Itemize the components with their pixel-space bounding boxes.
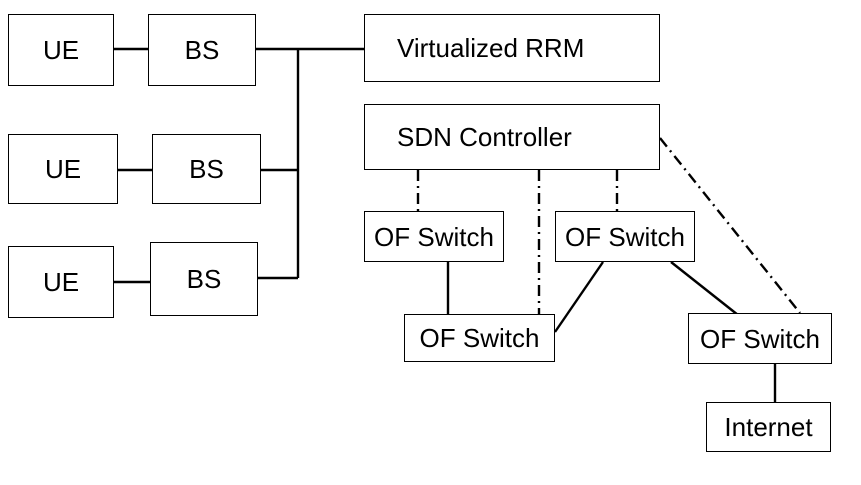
of-switch-right: OF Switch	[555, 211, 695, 262]
of-switch-middle: OF Switch	[404, 314, 555, 362]
bs-node-2: BS	[152, 134, 261, 204]
ue-node-3: UE	[8, 246, 114, 318]
link-ofright-ofedge	[670, 261, 739, 316]
sdn-controller-node: SDN Controller	[364, 104, 660, 170]
internet-node: Internet	[706, 402, 831, 452]
ue-node-2: UE	[8, 134, 118, 204]
link-ofright-ofmiddle	[554, 261, 604, 333]
ue-node-1: UE	[8, 14, 114, 86]
of-switch-left: OF Switch	[364, 211, 504, 262]
virtualized-rrm-node: Virtualized RRM	[364, 14, 660, 82]
control-link-ofedge	[659, 137, 801, 314]
of-switch-edge: OF Switch	[688, 313, 832, 364]
bs-node-3: BS	[150, 242, 258, 316]
bs-node-1: BS	[148, 14, 256, 86]
